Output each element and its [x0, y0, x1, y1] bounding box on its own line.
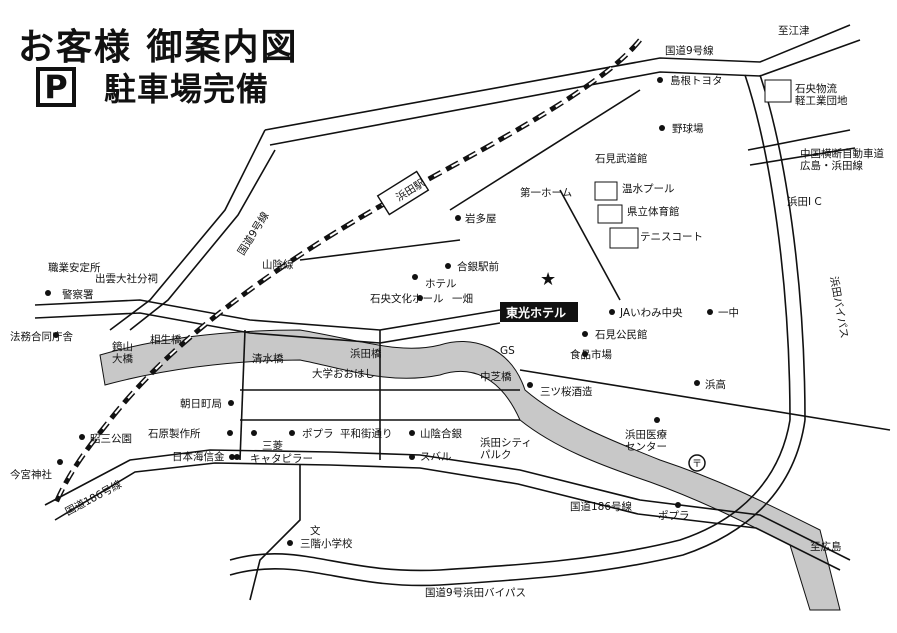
label-hamataka: 浜高	[705, 378, 726, 391]
label-houmu: 法務合同庁舎	[10, 330, 73, 343]
label-popura2: ポプラ	[658, 510, 690, 522]
label-iwami-kominkan: 石見公民館	[595, 328, 648, 341]
label-mitsuya: 三ツ桜酒造	[540, 385, 593, 398]
label-shimizu-bashi: 清水橋	[252, 352, 284, 365]
label-sansei: 三菱	[262, 440, 283, 452]
label-shimane-toyota: 島根トヨタ	[670, 74, 723, 87]
facility-boxes	[594, 79, 792, 249]
label-ichi-naka: 一中	[718, 306, 739, 319]
label-route186-left: 国道186号線	[63, 477, 124, 518]
label-bypass-right: 浜田バイパス	[827, 275, 850, 339]
parking-info: P 駐車場完備	[36, 64, 269, 110]
label-police: 警察署	[62, 288, 94, 301]
label-hamada-bashi: 浜田橋	[350, 347, 382, 360]
label-kagami-yama: 鏡山大橋	[112, 340, 133, 365]
label-hamada-ic: 浜田I C	[787, 196, 822, 208]
label-san-in-line: 山陰線	[262, 258, 294, 271]
label-expressway: 中国横断自動車道広島・浜田線	[800, 147, 884, 172]
label-tennis: テニスコート	[640, 231, 703, 243]
svg-text:〒: 〒	[692, 459, 702, 470]
label-ishihara: 石原製作所	[148, 427, 201, 440]
label-to-hiroshima: 至広島	[810, 540, 842, 553]
label-iwataya: 岩多屋	[465, 212, 497, 225]
label-imamiya: 今宮神社	[10, 468, 52, 481]
label-nakashiba-bashi: 中芝橋	[480, 370, 512, 383]
hamada-station: 浜田駅	[376, 170, 430, 216]
hotel-name: 東光ホテル	[506, 305, 566, 320]
label-bypass-bottom: 国道9号浜田バイパス	[425, 586, 526, 599]
label-subaru: スバル	[420, 451, 452, 463]
label-route9-top: 国道9号線	[665, 44, 714, 57]
label-daigaku: 大学おおはし	[312, 367, 375, 380]
label-sekio-bunka: 石央文化ホール	[370, 292, 444, 305]
label-popura1: ポプラ	[302, 428, 334, 440]
label-route9-side: 国道9号線	[235, 209, 272, 258]
label-gym: 県立体育館	[627, 205, 680, 218]
label-sanin-godo: 山陰合銀	[420, 427, 462, 440]
bank-symbol-icon: 〒	[688, 454, 706, 472]
railway	[52, 38, 642, 506]
label-pool: 温水プール	[622, 183, 675, 195]
label-heiwa: 平和街通り	[340, 427, 393, 440]
label-hamada-hospital: 浜田医療センター	[625, 428, 667, 453]
label-hotel-generic: ホテル	[425, 278, 457, 290]
page-title: お客様 御案内図	[18, 27, 299, 68]
hotel-star-icon: ★	[540, 269, 556, 290]
label-baseball: 野球場	[672, 122, 704, 135]
label-aisei-bashi: 相生橋	[150, 333, 182, 346]
label-asahi-post: 朝日町局	[180, 398, 222, 410]
label-nihon-kaishin: 日本海信金	[172, 450, 225, 463]
label-daiichi-home: 第一ホーム	[520, 186, 572, 199]
label-ja: JAいわみ中央	[619, 306, 683, 319]
label-showa-park: 昭三公園	[90, 433, 132, 445]
label-caterpillar: キャタピラー	[250, 453, 313, 465]
school-icon: 文	[310, 524, 321, 537]
label-food-market: 食品市場	[570, 348, 612, 361]
label-gs: GS	[500, 345, 515, 357]
label-budokan: 石見武道館	[595, 152, 648, 165]
label-shokugyo: 職業安定所	[48, 261, 101, 274]
poi-dots	[45, 77, 713, 546]
label-godo-ekimae: 合銀駅前	[457, 260, 499, 273]
label-hamada-city: 浜田シティパルク	[480, 437, 532, 461]
label-ippata: 一畑	[452, 292, 473, 305]
river	[99, 329, 841, 611]
parking-icon: P	[36, 67, 76, 107]
label-mikai-school: 三階小学校	[300, 537, 353, 550]
label-route186-bottom: 国道186号線	[570, 500, 633, 513]
parking-text: 駐車場完備	[104, 70, 270, 108]
label-sekio: 石央物流軽工業団地	[795, 82, 848, 107]
label-izumo-taisha: 出雲大社分祠	[95, 272, 158, 285]
label-to-gotsu: 至江津	[778, 25, 810, 37]
roads	[34, 24, 891, 601]
hotel-marker[interactable]: ★ 東光ホテル	[500, 269, 578, 322]
